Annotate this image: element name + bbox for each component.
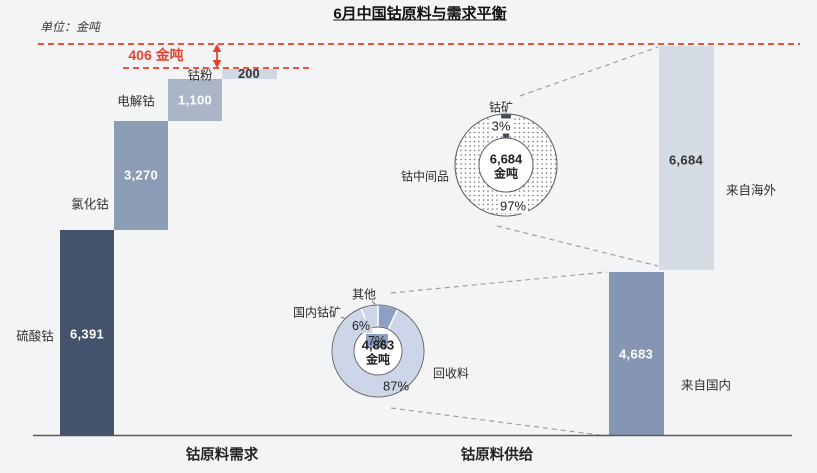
category-label-chloride: 氯化钴 xyxy=(71,197,109,212)
callout-line-overseas-top xyxy=(519,46,659,97)
bar-from-overseas xyxy=(659,46,714,270)
chart-title: 6月中国钴原料与需求平衡 xyxy=(333,5,507,23)
callout-line-domestic-bottom xyxy=(390,407,608,437)
axis-label-demand: 钴原料需求 xyxy=(185,447,259,464)
value-label-powder: 200 xyxy=(238,67,260,81)
pie-center-unit-domestic: 金吨 xyxy=(365,352,391,367)
pie-pct-domestic-ore: 6% xyxy=(349,319,373,333)
bar-cobalt-powder xyxy=(222,69,277,79)
donut-center-circle xyxy=(478,137,534,193)
pie-pct-cobalt-ore: 3% xyxy=(489,118,513,134)
value-label-overseas: 6,684 xyxy=(668,152,704,168)
pie-center-unit-overseas: 金吨 xyxy=(493,166,519,181)
value-label-sulfate: 6,391 xyxy=(69,326,105,342)
pie-center-value-overseas: 6,684 xyxy=(489,151,523,167)
bar-electrolytic-cobalt xyxy=(168,79,222,121)
donut-outer-ring xyxy=(331,304,425,398)
category-label-powder: 钴粉 xyxy=(187,68,213,83)
value-label-chloride: 3,270 xyxy=(123,167,159,183)
donut-overseas-supply xyxy=(454,113,558,217)
donut-outer-ring xyxy=(454,113,558,217)
category-label-sulfate: 硫酸钴 xyxy=(16,329,54,344)
pie-pct-other: 7% xyxy=(365,334,389,348)
bar-from-domestic xyxy=(609,272,664,435)
gap-annotation: 406 金吨 xyxy=(128,47,184,63)
pie-label-recycled: 回收料 xyxy=(432,366,470,381)
bar-sulfate-cobalt xyxy=(60,230,114,435)
pie-label-other: 其他 xyxy=(351,287,377,302)
value-label-electrolytic: 1,100 xyxy=(177,92,213,108)
pie-label-cobalt-ore: 钴矿 xyxy=(488,100,514,115)
category-label-electrolytic: 电解钴 xyxy=(117,94,155,109)
category-label-from-overseas: 来自海外 xyxy=(725,183,777,198)
pie-pct-intermediates: 97% xyxy=(497,198,529,214)
callout-line-domestic-top xyxy=(390,271,608,294)
bar-chloride-cobalt xyxy=(114,121,168,230)
pie-label-intermediates: 钴中间品 xyxy=(400,169,450,184)
pie-pct-recycled: 87% xyxy=(382,378,410,394)
gap-arrow-icon xyxy=(212,44,222,68)
value-label-domestic: 4,683 xyxy=(618,346,654,362)
unit-label: 单位：金吨 xyxy=(40,20,101,34)
category-label-from-domestic: 来自国内 xyxy=(680,378,732,393)
callout-line-overseas-bottom xyxy=(496,225,659,267)
pie-center-value-domestic: 4,863 xyxy=(361,337,395,353)
pie-label-domestic-ore: 国内钴矿 xyxy=(292,305,342,320)
axis-label-supply: 钴原料供给 xyxy=(460,447,534,464)
